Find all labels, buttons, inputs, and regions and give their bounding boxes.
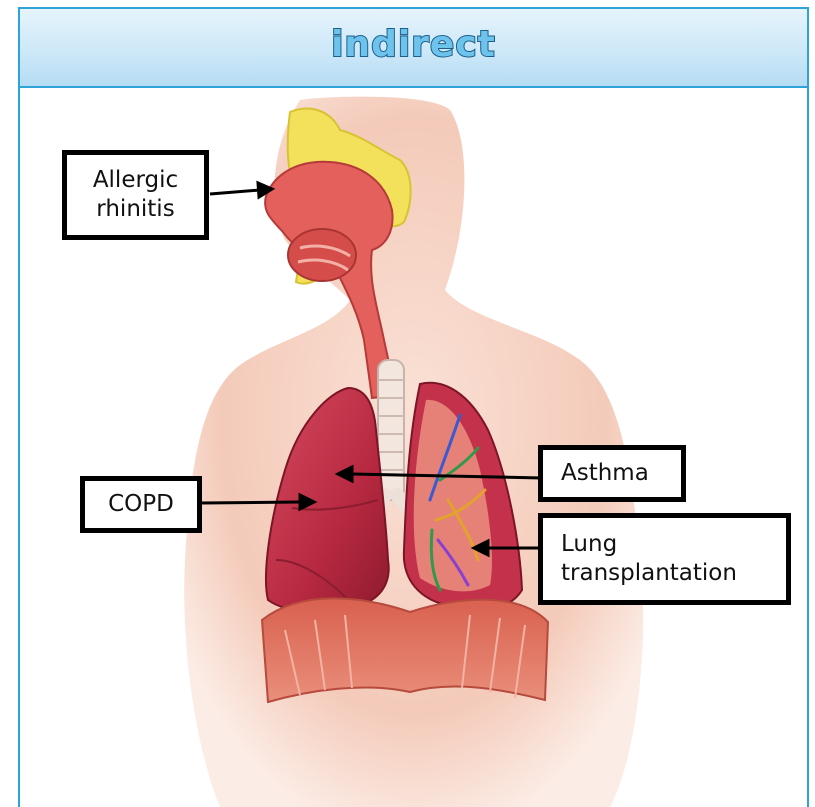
label-lung-transplantation: Lung transplantation bbox=[538, 513, 791, 605]
label-lung-transplantation-text: Lung transplantation bbox=[561, 530, 761, 588]
label-copd: COPD bbox=[80, 476, 202, 533]
label-asthma: Asthma bbox=[538, 445, 686, 502]
label-allergic-rhinitis: Allergic rhinitis bbox=[62, 150, 209, 240]
label-copd-text: COPD bbox=[108, 490, 174, 519]
label-asthma-text: Asthma bbox=[561, 459, 649, 488]
label-allergic-rhinitis-text: Allergic rhinitis bbox=[86, 166, 186, 224]
diaphragm bbox=[262, 598, 548, 702]
arrow-icon bbox=[210, 190, 260, 194]
arrow-icon bbox=[202, 502, 300, 503]
